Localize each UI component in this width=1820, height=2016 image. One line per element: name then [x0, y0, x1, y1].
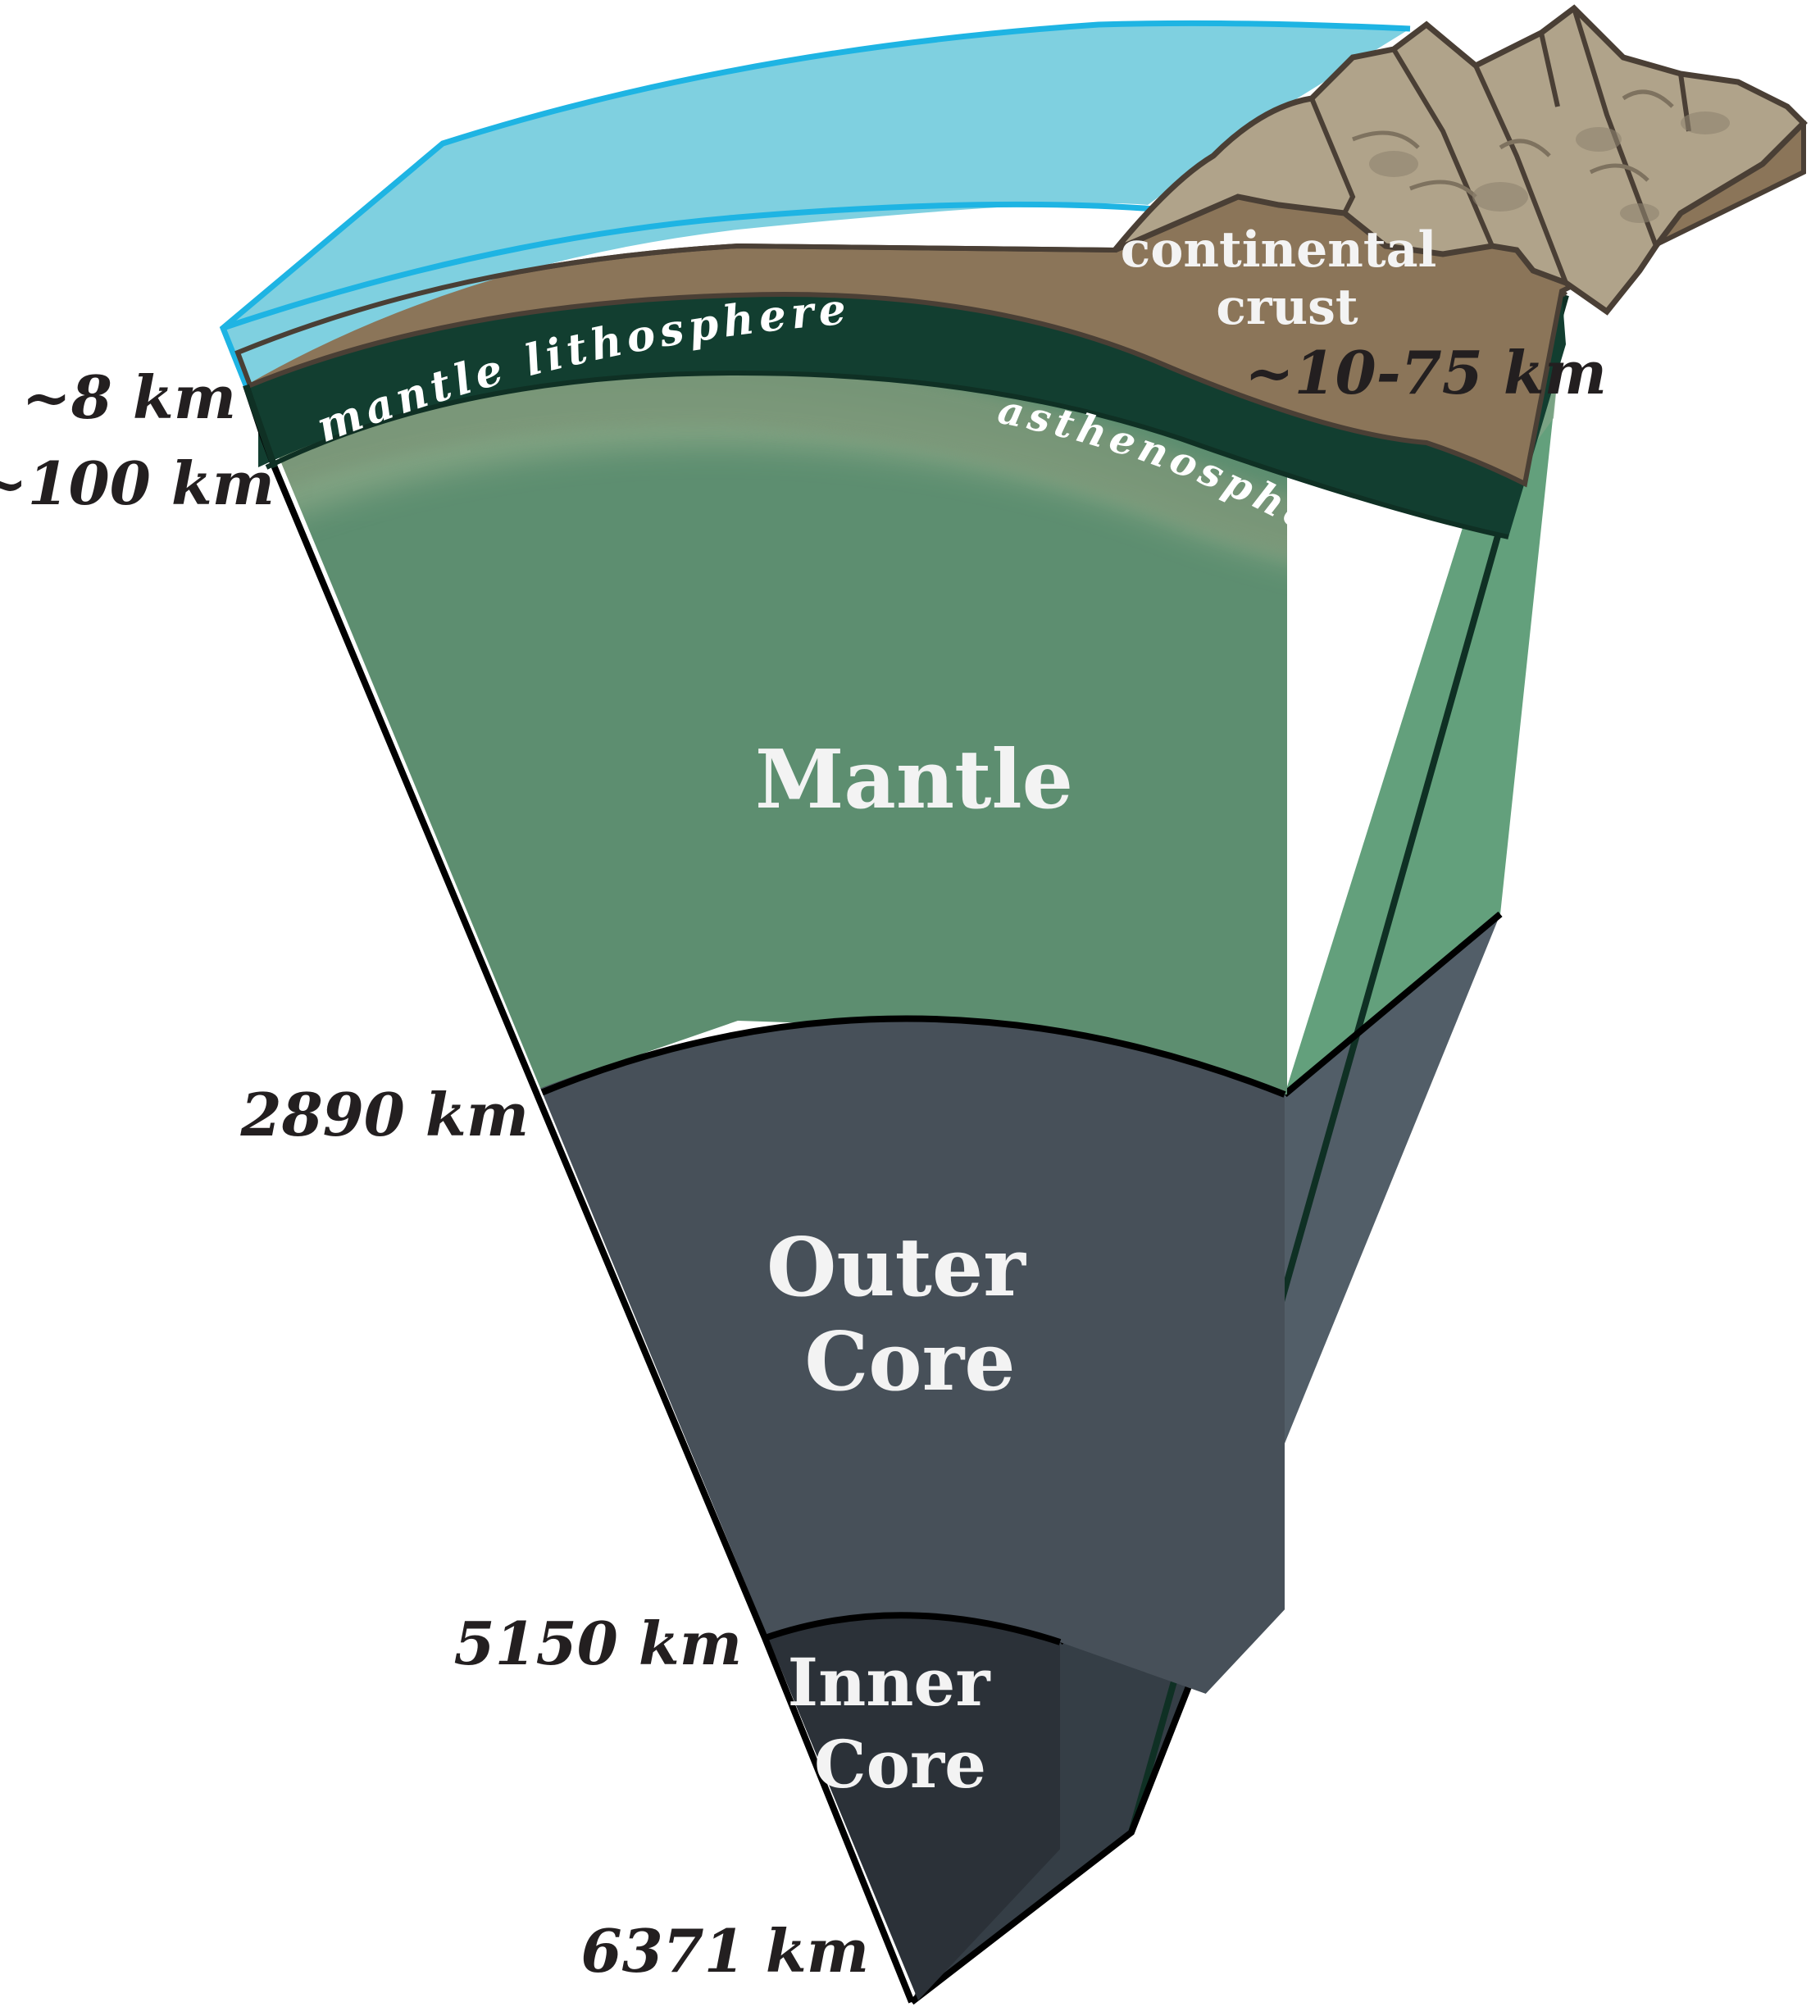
asthenosphere-band	[230, 380, 1287, 590]
label-continental-line1: continental	[1121, 221, 1437, 279]
label-outer-core: Outer Core	[767, 1221, 1053, 1409]
label-inner-core-line2: Core	[814, 1726, 986, 1803]
ocean-layer	[223, 23, 1410, 385]
ocean-outline	[219, 20, 1411, 387]
side-mantle-boundary	[1282, 911, 1503, 1098]
inner-core-layer	[762, 1615, 1060, 2000]
label-mantle: Mantle	[755, 733, 1073, 827]
mountain-range	[1112, 4, 1808, 316]
label-outer-core-line1: Outer	[767, 1221, 1026, 1315]
label-inner-core-line1: Inner	[788, 1644, 991, 1721]
label-outer-core-line2: Core	[804, 1315, 1015, 1409]
mantle-core-boundary	[535, 1015, 1286, 1098]
label-inner-core: Inner Core	[788, 1644, 1013, 1803]
label-continental-line2: crust	[1216, 279, 1358, 336]
depth-mantle-base: 2890 km	[239, 1080, 529, 1149]
lithosphere-layer	[246, 291, 1566, 537]
depth-ocean: ~8 km	[21, 362, 236, 432]
mountain-top-face	[1112, 4, 1808, 316]
outer-inner-core-boundary	[763, 1612, 1062, 1645]
depth-lithosphere: ~100 km	[0, 448, 275, 518]
depth-continental: ~10-75 km	[1244, 338, 1607, 407]
depth-outer-core-base: 5150 km	[453, 1609, 742, 1678]
label-continental-crust: continental crust	[1121, 221, 1454, 336]
depth-center: 6371 km	[580, 1916, 869, 1986]
